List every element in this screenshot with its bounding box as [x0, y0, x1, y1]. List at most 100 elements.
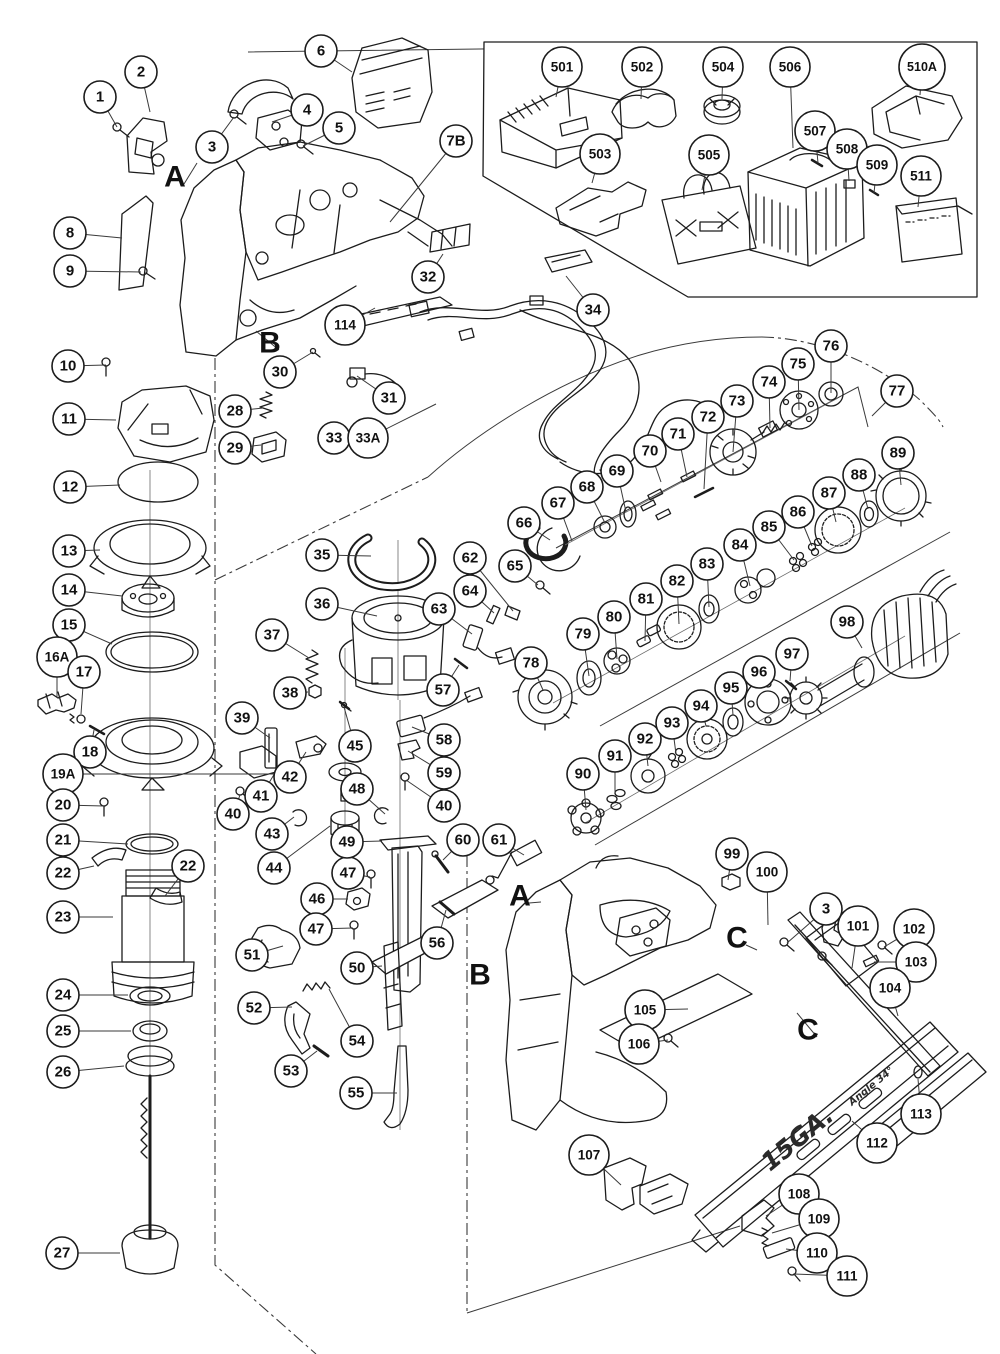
callout-77: 77 [880, 374, 914, 408]
svg-text:114: 114 [334, 318, 356, 333]
callout-510A: 510A [898, 43, 946, 91]
svg-text:58: 58 [436, 732, 453, 749]
svg-text:79: 79 [575, 626, 592, 643]
svg-text:45: 45 [347, 738, 364, 755]
svg-text:28: 28 [227, 403, 244, 420]
svg-text:30: 30 [272, 364, 289, 381]
svg-text:109: 109 [808, 1212, 831, 1227]
part-drawing-spring-28-clip-29 [251, 391, 287, 463]
callout-55: 55 [339, 1076, 373, 1110]
svg-text:69: 69 [609, 463, 626, 480]
svg-text:61: 61 [491, 832, 508, 849]
callout-99: 99 [715, 837, 749, 871]
callout-113: 113 [900, 1093, 942, 1135]
svg-text:35: 35 [314, 547, 331, 564]
part-drawing-charger [499, 87, 623, 169]
svg-text:33A: 33A [356, 431, 381, 446]
callout-40: 40 [427, 789, 461, 823]
callout-64: 64 [453, 574, 487, 608]
section-marker-C: C [797, 1014, 819, 1047]
svg-text:7B: 7B [446, 133, 465, 150]
svg-text:507: 507 [804, 124, 827, 139]
callout-30: 30 [263, 355, 297, 389]
middle-column-assembly [239, 525, 569, 1130]
callout-84: 84 [723, 528, 757, 562]
svg-text:50: 50 [349, 960, 366, 977]
callout-79: 79 [566, 617, 600, 651]
callout-19A: 19A [42, 753, 84, 795]
callout-60: 60 [446, 823, 480, 857]
svg-text:75: 75 [790, 356, 807, 373]
callout-29: 29 [218, 431, 252, 465]
callout-73: 73 [720, 384, 754, 418]
svg-text:19A: 19A [51, 767, 76, 782]
svg-text:104: 104 [879, 981, 902, 996]
callout-47: 47 [299, 912, 333, 946]
callout-68: 68 [570, 470, 604, 504]
svg-text:89: 89 [890, 445, 907, 462]
svg-text:60: 60 [455, 832, 472, 849]
svg-text:22: 22 [55, 865, 72, 882]
magazine-gauge-label: 15GA. [755, 1101, 839, 1177]
part-drawing-sensor-58-59 [396, 657, 483, 761]
svg-text:501: 501 [551, 60, 574, 75]
callout-67: 67 [541, 486, 575, 520]
part-drawing-nose-guide-bar [787, 911, 941, 1077]
part-drawing-hook-bracket [555, 181, 647, 237]
callout-45: 45 [338, 729, 372, 763]
part-drawing-bracket-46 [345, 887, 371, 911]
callout-36: 36 [305, 587, 339, 621]
magazine-angle-label: Angle 34° [846, 1065, 896, 1109]
part-drawing-valve-parts [37, 691, 106, 736]
svg-text:47: 47 [308, 921, 325, 938]
svg-text:511: 511 [910, 169, 932, 184]
section-marker-A: A [164, 161, 186, 194]
svg-text:16A: 16A [45, 650, 70, 665]
svg-text:3: 3 [208, 139, 216, 156]
part-drawing-j-hook [383, 1045, 409, 1129]
svg-text:88: 88 [851, 467, 868, 484]
callout-42: 42 [273, 760, 307, 794]
callout-106: 106 [618, 1023, 660, 1065]
svg-text:4: 4 [303, 102, 312, 119]
svg-text:71: 71 [670, 426, 687, 443]
svg-text:95: 95 [723, 680, 740, 697]
callout-74: 74 [752, 365, 786, 399]
svg-text:57: 57 [435, 682, 452, 699]
callout-114: 114 [324, 304, 366, 346]
svg-text:105: 105 [634, 1003, 657, 1018]
svg-text:103: 103 [905, 955, 928, 970]
callout-92: 92 [628, 722, 662, 756]
svg-text:34: 34 [585, 302, 602, 319]
svg-text:506: 506 [779, 60, 802, 75]
callout-16A: 16A [36, 636, 78, 678]
callout-39: 39 [225, 701, 259, 735]
callout-20: 20 [46, 788, 80, 822]
svg-text:68: 68 [579, 479, 596, 496]
svg-text:110: 110 [806, 1246, 828, 1261]
svg-text:27: 27 [54, 1245, 71, 1262]
callout-89: 89 [881, 436, 915, 470]
svg-text:10: 10 [60, 358, 77, 375]
part-drawing-magazine [691, 1021, 959, 1253]
callout-33: 33 [317, 421, 351, 455]
callout-93: 93 [655, 706, 689, 740]
callout-41: 41 [244, 779, 278, 813]
callout-503: 503 [579, 133, 621, 175]
callout-85: 85 [752, 510, 786, 544]
callout-4: 4 [290, 93, 324, 127]
callout-81: 81 [629, 582, 663, 616]
svg-text:36: 36 [314, 596, 331, 613]
callout-52: 52 [237, 991, 271, 1025]
callout-505: 505 [688, 134, 730, 176]
callout-50: 50 [340, 951, 374, 985]
callout-1: 1 [83, 80, 117, 114]
svg-text:46: 46 [309, 891, 326, 908]
callout-502: 502 [621, 46, 663, 88]
part-drawing-driver-blade [125, 1045, 175, 1240]
svg-text:21: 21 [55, 832, 72, 849]
callout-51: 51 [235, 938, 269, 972]
part-drawing-switch-61 [485, 839, 543, 885]
svg-text:94: 94 [693, 698, 710, 715]
